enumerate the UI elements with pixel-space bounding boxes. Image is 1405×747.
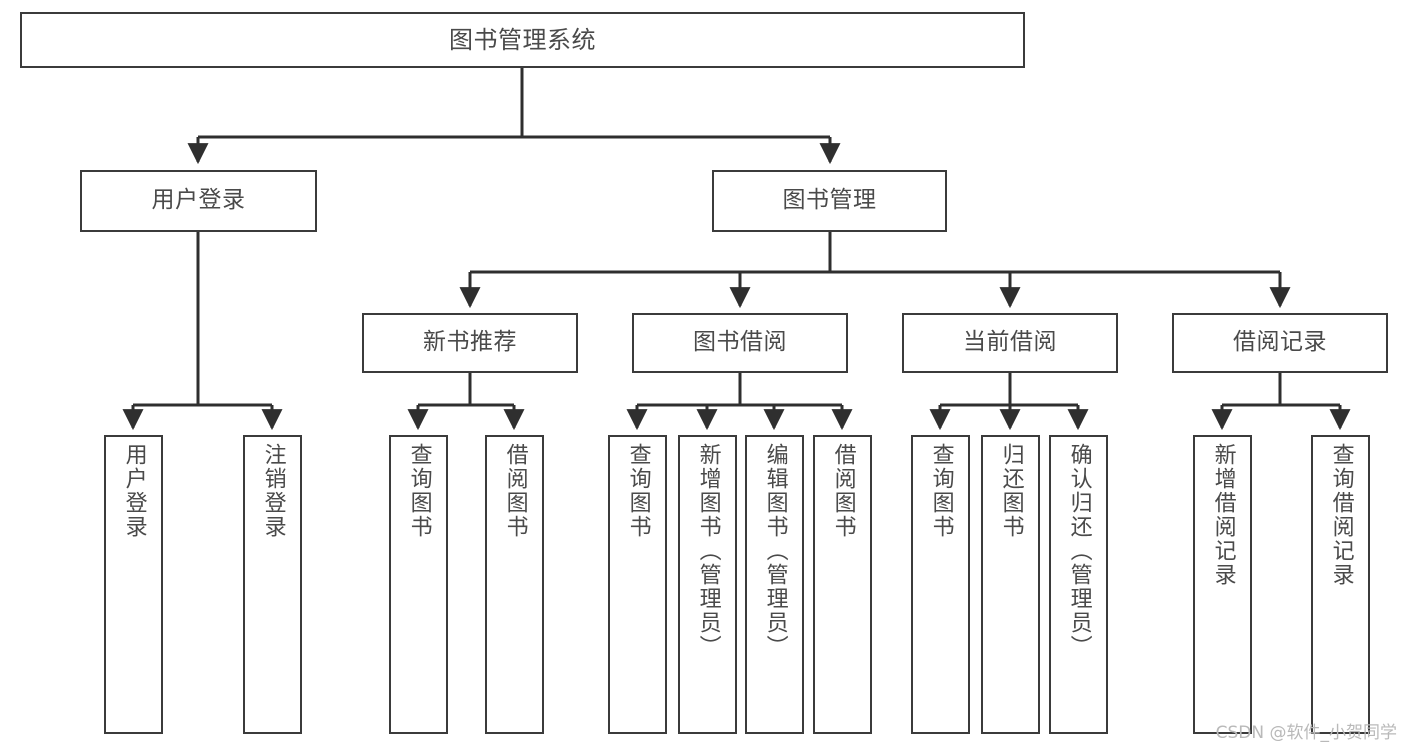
node-book-management[interactable]: 图书管理	[712, 170, 947, 232]
node-new-book-recommend[interactable]: 新书推荐	[362, 313, 578, 373]
node-user-login[interactable]: 用户登录	[80, 170, 317, 232]
leaf-user-login-signin[interactable]: 用户登录	[104, 435, 163, 734]
leaf-borrow-add-book-admin[interactable]: 新增图书（管理员）	[678, 435, 737, 734]
csdn-watermark: CSDN @软件_小贺同学	[1215, 723, 1397, 743]
leaf-recommend-query-book[interactable]: 查询图书	[389, 435, 448, 734]
leaf-borrow-query-book[interactable]: 查询图书	[608, 435, 667, 734]
leaf-current-query-book[interactable]: 查询图书	[911, 435, 970, 734]
leaf-current-return-book[interactable]: 归还图书	[981, 435, 1040, 734]
leaf-current-confirm-return-admin[interactable]: 确认归还（管理员）	[1049, 435, 1108, 734]
node-root-system[interactable]: 图书管理系统	[20, 12, 1025, 68]
node-book-borrow[interactable]: 图书借阅	[632, 313, 848, 373]
leaf-record-add-record[interactable]: 新增借阅记录	[1193, 435, 1252, 734]
leaf-user-login-signout[interactable]: 注销登录	[243, 435, 302, 734]
node-current-borrow[interactable]: 当前借阅	[902, 313, 1118, 373]
leaf-borrow-edit-book-admin[interactable]: 编辑图书（管理员）	[745, 435, 804, 734]
node-borrow-record[interactable]: 借阅记录	[1172, 313, 1388, 373]
leaf-recommend-borrow-book[interactable]: 借阅图书	[485, 435, 544, 734]
leaf-borrow-borrow-book[interactable]: 借阅图书	[813, 435, 872, 734]
leaf-record-query-record[interactable]: 查询借阅记录	[1311, 435, 1370, 734]
